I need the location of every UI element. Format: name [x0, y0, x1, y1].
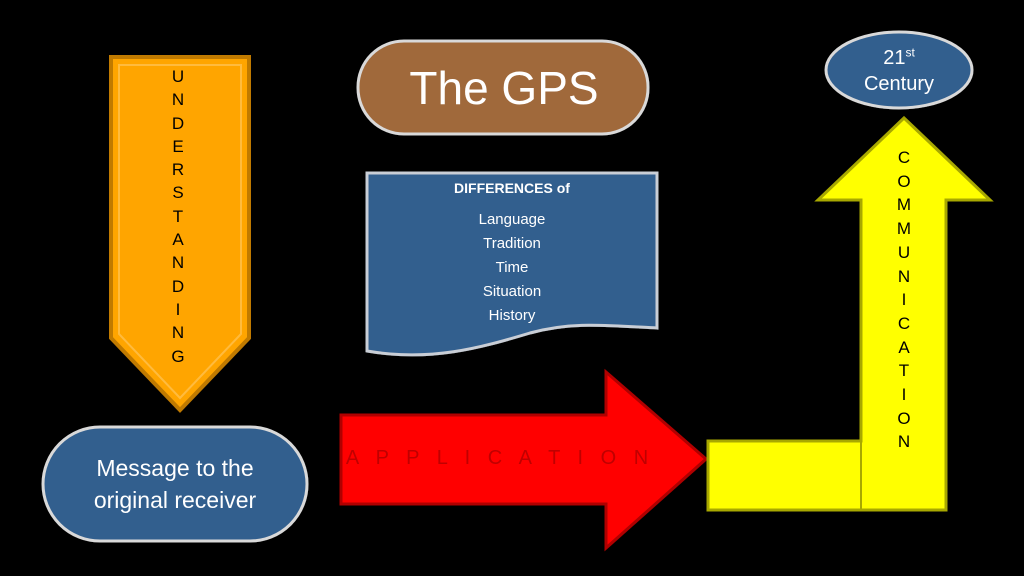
communication-letter: O: [897, 171, 911, 191]
differences-item: Language: [478, 211, 546, 228]
differences-item: Tradition: [483, 235, 541, 252]
communication-arrow: [706, 115, 994, 512]
understanding-letter: N: [171, 90, 185, 110]
understanding-letter: R: [171, 160, 185, 180]
communication-letter: C: [897, 148, 911, 167]
century-number: 21: [883, 47, 906, 69]
differences-box: [365, 171, 659, 357]
understanding-letter: T: [172, 206, 184, 226]
communication-letter: U: [897, 242, 911, 262]
message-text: Message to the original receiver: [46, 430, 304, 538]
understanding-letter: U: [171, 67, 185, 86]
differences-item: History: [488, 307, 536, 324]
understanding-arrow: [109, 55, 251, 413]
differences-heading: DIFFERENCES of: [454, 180, 570, 196]
understanding-letter: A: [172, 230, 184, 250]
page-title: The GPS: [409, 62, 599, 114]
understanding-letter: D: [171, 276, 185, 296]
understanding-letter: G: [171, 346, 185, 366]
differences-item: Situation: [482, 283, 542, 300]
application-arrow: [339, 368, 709, 552]
message-line: Message to the: [96, 455, 254, 481]
communication-letter: N: [897, 432, 911, 452]
application-label: A P P L I C A T I O N: [345, 447, 655, 469]
understanding-letter: E: [172, 136, 184, 156]
message-line: original receiver: [93, 487, 257, 513]
understanding-letter: S: [172, 183, 184, 203]
communication-letter: T: [898, 361, 910, 381]
differences-item: Time: [495, 259, 529, 276]
understanding-letter: D: [171, 113, 185, 133]
understanding-letters: U N D E R S T A N D I N G: [160, 65, 196, 368]
communication-letter: I: [901, 385, 907, 405]
communication-letter: C: [897, 313, 911, 333]
understanding-letter: N: [171, 253, 185, 273]
differences-text: DIFFERENCES of Language Tradition Time S…: [370, 180, 654, 328]
communication-letter: M: [896, 219, 912, 239]
century-superscript: st: [905, 45, 915, 60]
communication-letter: I: [901, 290, 907, 310]
century-text: 21st Century: [828, 36, 970, 106]
communication-letter: M: [896, 195, 912, 215]
understanding-letter: I: [175, 299, 181, 319]
century-word: Century: [863, 73, 935, 95]
century-ellipse: [824, 30, 974, 110]
title-pill: [356, 39, 650, 136]
communication-letters: C O M M U N I C A T I O N: [884, 146, 924, 454]
communication-letter: N: [897, 266, 911, 286]
communication-letter: A: [898, 337, 910, 357]
message-pill: [41, 425, 309, 543]
communication-letter: O: [897, 408, 911, 428]
understanding-letter: N: [171, 323, 185, 343]
